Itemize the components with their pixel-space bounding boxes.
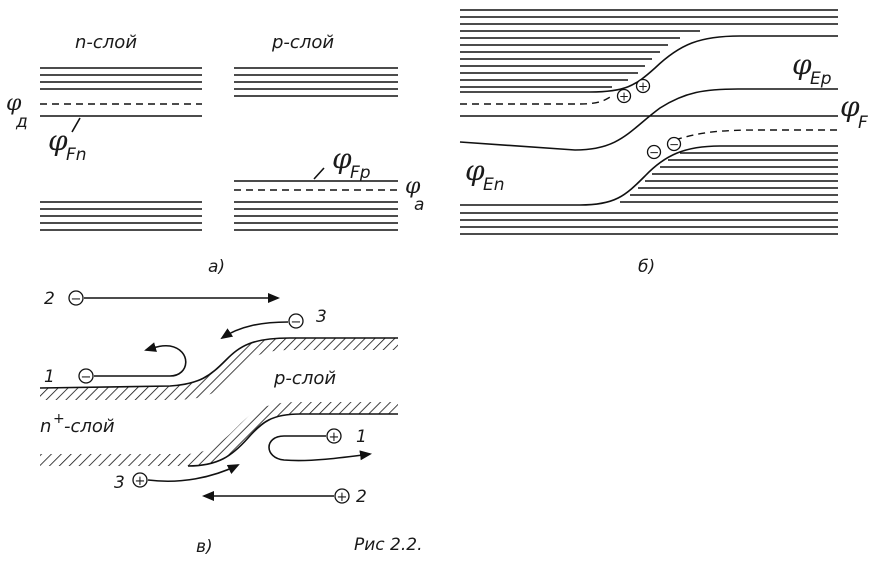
acceptor-level-label: φ а xyxy=(405,174,424,215)
lower-hatched-region xyxy=(40,402,398,466)
svg-text:д: д xyxy=(15,112,28,132)
p-valence-band xyxy=(234,201,398,231)
svg-text:+: + xyxy=(53,411,65,427)
p-conduction-band xyxy=(234,67,398,97)
label-3-electron: 3 xyxy=(316,307,327,327)
figure-caption: Рис 2.2. xyxy=(354,535,423,555)
b-acceptor-dashed xyxy=(674,129,838,141)
electron-2-path: − xyxy=(68,290,280,307)
b-electron-1: − xyxy=(646,144,662,160)
svg-text:+: + xyxy=(337,490,348,505)
p-layer-label: p-слой xyxy=(271,32,334,53)
lower-band-edge xyxy=(187,413,398,467)
donor-level-label: φ д xyxy=(6,91,28,132)
caption-c: в) xyxy=(196,537,213,557)
n-plus-layer-label: n + -слой xyxy=(40,411,115,437)
svg-text:φ: φ xyxy=(405,174,421,199)
c-p-layer-label: p-слой xyxy=(273,368,336,389)
b-hole-2: + xyxy=(635,78,651,94)
svg-text:+: + xyxy=(638,80,648,94)
svg-text:φ: φ xyxy=(48,124,68,157)
hole-3-path: + xyxy=(132,464,240,489)
panel-b: + + − − φ Ep φ F φ En б) xyxy=(459,9,868,277)
svg-text:φ: φ xyxy=(465,154,485,187)
label-2-hole: 2 xyxy=(356,487,367,507)
svg-text:−: − xyxy=(291,315,302,330)
hole-1-path: + xyxy=(268,428,372,462)
svg-text:Fp: Fp xyxy=(350,163,371,183)
b-donor-dashed xyxy=(460,95,613,105)
phi-f-label: φ F xyxy=(840,90,868,133)
b-left-conduction-lines xyxy=(460,30,700,88)
svg-text:F: F xyxy=(858,113,868,133)
fermi-p-label: φ Fp xyxy=(332,142,371,183)
svg-text:φ: φ xyxy=(792,48,812,81)
phi-ep-label: φ Ep xyxy=(792,48,832,89)
svg-text:+: + xyxy=(135,474,146,489)
svg-text:Fn: Fn xyxy=(66,145,87,165)
svg-text:n: n xyxy=(40,416,51,437)
label-1-electron: 1 xyxy=(44,367,55,387)
svg-text:−: − xyxy=(81,370,92,385)
n-valence-band xyxy=(40,201,202,231)
caption-a: а) xyxy=(208,257,225,277)
electron-1-path: − xyxy=(78,342,187,385)
svg-text:φ: φ xyxy=(840,90,860,123)
svg-text:φ: φ xyxy=(6,91,22,116)
caption-b: б) xyxy=(638,257,655,277)
conduction-band-edge xyxy=(460,35,838,93)
svg-text:−: − xyxy=(71,292,82,307)
electron-3-path: − xyxy=(220,313,304,340)
label-1-hole: 1 xyxy=(356,427,367,447)
label-3-hole: 3 xyxy=(114,473,125,493)
hole-2-path: + xyxy=(202,488,350,505)
svg-text:φ: φ xyxy=(332,142,352,175)
svg-text:+: + xyxy=(329,430,340,445)
panel-a: n-слой p-слой xyxy=(6,32,424,277)
svg-text:−: − xyxy=(669,138,679,152)
b-top-lines xyxy=(460,9,838,25)
svg-text:а: а xyxy=(414,195,424,215)
fermi-p-pointer xyxy=(313,167,325,180)
upper-hatched-region xyxy=(40,338,398,400)
label-2-electron: 2 xyxy=(44,289,55,309)
phi-en-label: φ En xyxy=(465,154,505,195)
svg-text:+: + xyxy=(619,90,629,104)
b-intrinsic-curve xyxy=(459,88,838,151)
valence-band-edge xyxy=(460,145,838,206)
svg-text:En: En xyxy=(483,175,505,195)
b-right-valence-lines xyxy=(620,152,838,203)
fermi-n-pointer xyxy=(71,117,81,133)
b-bottom-lines xyxy=(460,212,838,235)
n-conduction-band xyxy=(40,67,202,90)
svg-text:−: − xyxy=(649,146,659,160)
b-electron-2: − xyxy=(666,136,682,152)
b-hole-1: + xyxy=(616,88,632,104)
svg-text:Ep: Ep xyxy=(810,69,832,89)
n-layer-label: n-слой xyxy=(75,32,137,53)
panel-c: − 2 − 3 − 1 + 1 + 3 xyxy=(39,289,398,557)
fermi-n-label: φ Fn xyxy=(48,124,87,165)
svg-text:-слой: -слой xyxy=(64,416,115,437)
upper-band-edge xyxy=(39,337,398,389)
